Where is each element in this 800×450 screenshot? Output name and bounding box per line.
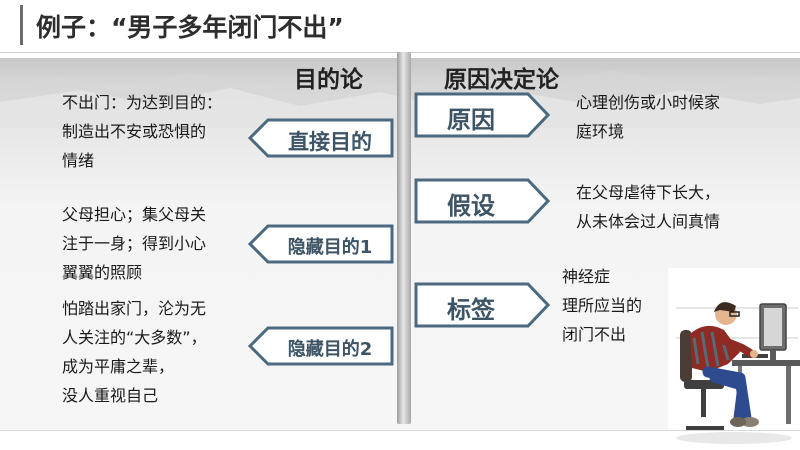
right-item-2-description: 在父母虐待下长大， 从未体会过人间真情 [576,178,720,236]
left-label-3: 隐藏目的2 [287,339,373,360]
desc-line: 怕踏出家门，沦为无 [62,299,207,318]
page-title: 例子：“男子多年闭门不出” [36,13,344,42]
right-arrow-shape-2 [414,178,550,224]
right-arrow-shape-3 [414,282,550,328]
title-bar: 例子：“男子多年闭门不出” [0,0,800,53]
right-arrow-shape-1 [414,92,550,138]
desc-line: 注于一身；得到小心 [62,234,207,253]
desc-line: 理所应当的 [562,296,643,315]
left-arrow-shape-1 [248,118,394,158]
desc-line: 情绪 [62,151,95,170]
left-item-2-description: 父母担心；集父母关 注于一身；得到小心 翼翼的照顾 [62,200,206,287]
desc-line: 心理创伤或小时候家 [576,93,721,112]
desc-line: 制造出不安或恐惧的 [62,122,207,141]
desc-line: 不出门：为达到目的： [62,93,223,112]
right-label-2: 假设 [447,192,495,220]
title-accent-bar [20,5,23,45]
right-item-1-description: 心理创伤或小时候家 庭环境 [576,88,720,146]
right-heading: 原因决定论 [444,67,559,93]
desc-line: 成为平庸之辈， [62,357,175,376]
left-arrow-shape-3 [248,326,394,366]
desc-line: 在父母虐待下长大， [576,183,721,202]
right-label-1: 原因 [447,106,495,134]
center-divider [397,52,411,424]
desc-line: 翼翼的照顾 [62,263,143,282]
desc-line: 庭环境 [576,122,625,141]
computer-user-illustration [668,268,800,450]
right-label-3: 标签 [447,296,495,324]
right-item-3-description: 神经症 理所应当的 闭门不出 [562,262,642,349]
desc-line: 神经症 [562,267,611,286]
footer-line [0,430,800,431]
desc-line: 闭门不出 [562,325,627,344]
left-item-1-description: 不出门：为达到目的： 制造出不安或恐惧的 情绪 [62,88,222,175]
left-label-1: 直接目的 [288,130,372,154]
left-heading: 目的论 [294,67,363,93]
desc-line: 人关注的“大多数”， [62,328,207,347]
desc-line: 没人重视自己 [62,386,159,405]
left-arrow-shape-2 [248,224,394,264]
left-item-3-description: 怕踏出家门，沦为无 人关注的“大多数”， 成为平庸之辈， 没人重视自己 [62,294,207,410]
desc-line: 父母担心；集父母关 [62,205,207,224]
desc-line: 从未体会过人间真情 [576,212,721,231]
left-label-2: 隐藏目的1 [287,237,373,258]
